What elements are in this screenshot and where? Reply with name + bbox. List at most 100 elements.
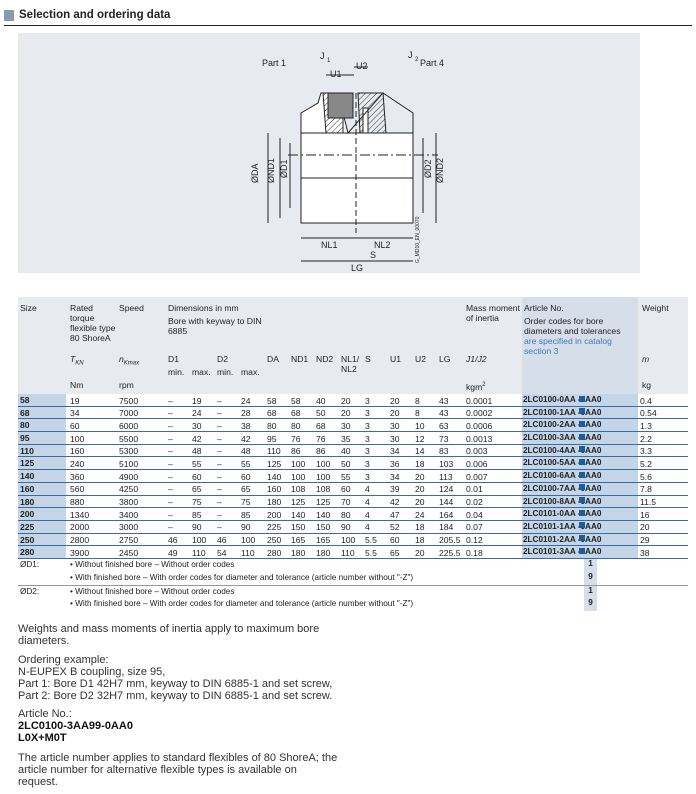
cell-15: 0.0001 xyxy=(466,395,493,406)
cell-3: – xyxy=(168,458,173,469)
cell-4: 65 xyxy=(192,484,202,495)
cell-12: 30 xyxy=(390,420,400,431)
cell-article: 2LC0101-2AA -0AA0 xyxy=(522,533,638,546)
col-s: S xyxy=(365,354,371,364)
cell-5: – xyxy=(217,395,222,406)
cell-article: 2LC0100-4AA -0AA0 xyxy=(522,444,638,457)
cell-weight: 38 xyxy=(640,547,650,558)
col-u2: U2 xyxy=(415,354,426,364)
cell-10: 90 xyxy=(341,522,351,533)
col-weight: Weight xyxy=(642,303,669,313)
col-size: Size xyxy=(20,303,37,313)
cell-10: 110 xyxy=(341,547,355,558)
table-header: Size Rated torque flexible type 80 Shore… xyxy=(18,297,688,394)
col-d1-max: max. xyxy=(192,367,211,377)
cell-13: 8 xyxy=(415,395,420,406)
cell-6: 60 xyxy=(241,471,251,482)
note-weights: Weights and mass moments of inertia appl… xyxy=(18,623,320,647)
cell-15: 0.003 xyxy=(466,446,488,457)
section-marker-icon xyxy=(4,9,14,21)
cell-weight: 16 xyxy=(640,509,650,520)
cell-9: 100 xyxy=(316,471,331,482)
cell-3: – xyxy=(168,446,173,457)
cell-article: 2LC0100-3AA -0AA0 xyxy=(522,432,638,444)
cell-15: 0.0006 xyxy=(466,420,493,431)
note-ordering: Ordering example: N-EUPEX B coupling, si… xyxy=(18,654,358,702)
cell-14: 83 xyxy=(439,446,449,457)
cell-2: 7000 xyxy=(119,408,139,419)
cell-3: – xyxy=(168,497,173,507)
code-square-icon xyxy=(578,446,585,453)
cell-2: 3400 xyxy=(119,509,139,520)
cell-14: 164 xyxy=(439,509,454,520)
cell-4: 42 xyxy=(192,433,202,444)
option-flag: 9 xyxy=(584,571,597,585)
cell-weight: 29 xyxy=(640,535,650,546)
cell-14: 184 xyxy=(439,522,454,533)
cell-7: 110 xyxy=(267,446,281,457)
cell-8: 76 xyxy=(291,433,301,444)
option-text: • With finished bore – With order codes … xyxy=(70,598,414,608)
cell-8: 125 xyxy=(291,497,306,507)
cell-10: 20 xyxy=(341,395,351,406)
cell-2: 6000 xyxy=(119,420,139,431)
code-square-icon xyxy=(578,509,585,516)
col-article-link[interactable]: are specified in catalog section 3 xyxy=(524,336,612,356)
cell-2: 4250 xyxy=(119,484,139,495)
drawing-label-u2: U2 xyxy=(356,61,368,71)
cell-1: 3900 xyxy=(70,547,90,558)
cell-10: 60 xyxy=(341,484,351,495)
cell-size: 280 xyxy=(18,546,66,558)
cell-size: 200 xyxy=(18,508,66,520)
cell-13: 10 xyxy=(415,420,425,431)
cell-15: 0.01 xyxy=(466,484,483,495)
cell-size: 58 xyxy=(18,394,66,406)
cell-8: 165 xyxy=(291,535,306,546)
drawing-code: G_MD10_EN_00070 xyxy=(415,216,421,263)
cell-5: – xyxy=(217,509,222,520)
cell-7: 80 xyxy=(267,420,277,431)
cell-1: 2800 xyxy=(70,535,90,546)
cell-8: 80 xyxy=(291,420,301,431)
cell-weight: 2.2 xyxy=(640,433,652,444)
cell-12: 20 xyxy=(390,395,400,406)
unit-kgm2: kgm2 xyxy=(466,381,486,392)
cell-weight: 5.2 xyxy=(640,458,652,469)
cell-3: – xyxy=(168,433,173,444)
cell-9: 50 xyxy=(316,408,326,419)
option-row: • With finished bore – With order codes … xyxy=(18,597,688,611)
option-flag: 1 xyxy=(584,558,597,572)
col-speed-sym: nKmax xyxy=(119,354,140,367)
unit-rpm: rpm xyxy=(119,380,134,390)
cell-12: 20 xyxy=(390,408,400,419)
option-label: ØD2: xyxy=(20,586,40,596)
cell-7: 160 xyxy=(267,484,282,495)
col-mass-sym: J1/J2 xyxy=(466,354,487,364)
cell-2: 5500 xyxy=(119,433,139,444)
cell-weight: 11.5 xyxy=(640,497,657,507)
drawing-label-d2: ØD2 xyxy=(423,159,433,178)
cell-11: 4 xyxy=(365,484,370,495)
cell-5: – xyxy=(217,408,222,419)
cell-6: 28 xyxy=(241,408,251,419)
cell-4: 55 xyxy=(192,458,202,469)
code-square-icon xyxy=(578,471,585,478)
cell-7: 140 xyxy=(267,471,282,482)
cell-12: 65 xyxy=(390,547,400,558)
code-square-icon xyxy=(578,535,585,542)
cell-3: – xyxy=(168,471,173,482)
drawing-label-j2: J xyxy=(408,50,413,60)
cell-article: 2LC0100-5AA -0AA0 xyxy=(522,457,638,470)
cell-size: 180 xyxy=(18,495,66,508)
cell-article: 2LC0101-3AA -0AA0 xyxy=(522,546,638,558)
cell-2: 5100 xyxy=(119,458,139,469)
cell-13: 14 xyxy=(415,446,425,457)
cell-9: 100 xyxy=(316,458,331,469)
code-square-icon xyxy=(578,497,585,503)
cell-11: 4 xyxy=(365,497,370,507)
cell-12: 60 xyxy=(390,535,400,546)
cell-weight: 0.54 xyxy=(640,408,657,419)
article-number: 2LC0100-3AA99-0AA0 xyxy=(18,720,133,732)
